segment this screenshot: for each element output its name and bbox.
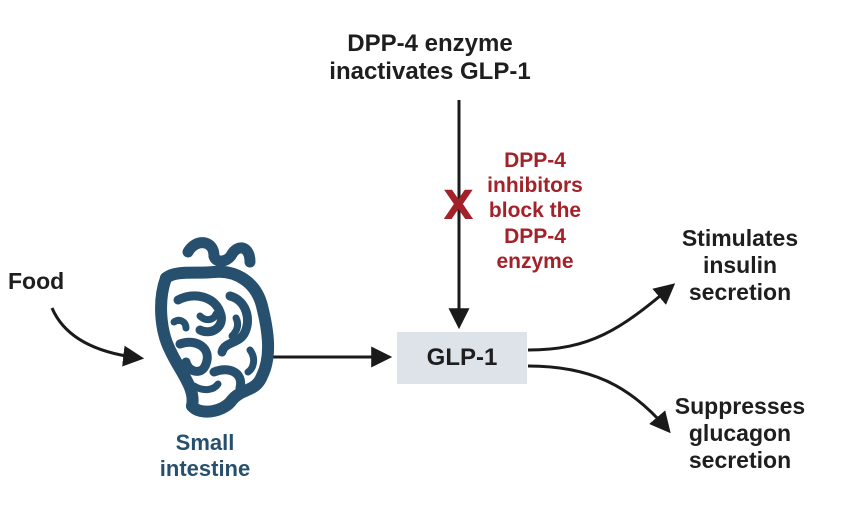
- food-label: Food: [8, 268, 65, 294]
- glp1-box: GLP-1: [397, 332, 527, 384]
- glp1-label: GLP-1: [426, 344, 498, 371]
- glucagon-arrow: [527, 364, 671, 434]
- dpp4-enzyme-label: DPP-4 enzyme inactivates GLP-1: [329, 30, 531, 86]
- block-x-icon: X: [443, 183, 474, 229]
- small-intestine-icon: [155, 237, 275, 418]
- insulin-label: Stimulates insulin secretion: [681, 225, 799, 306]
- glucagon-label: Suppresses glucagon secretion: [674, 393, 806, 474]
- insulin-arrow: [527, 283, 676, 352]
- small-intestine-label: Small intestine: [159, 430, 251, 481]
- food-arrow: [50, 307, 145, 367]
- dpp4-inhibitor-label: DPP-4 inhibitors block the DPP-4 enzyme: [487, 149, 583, 273]
